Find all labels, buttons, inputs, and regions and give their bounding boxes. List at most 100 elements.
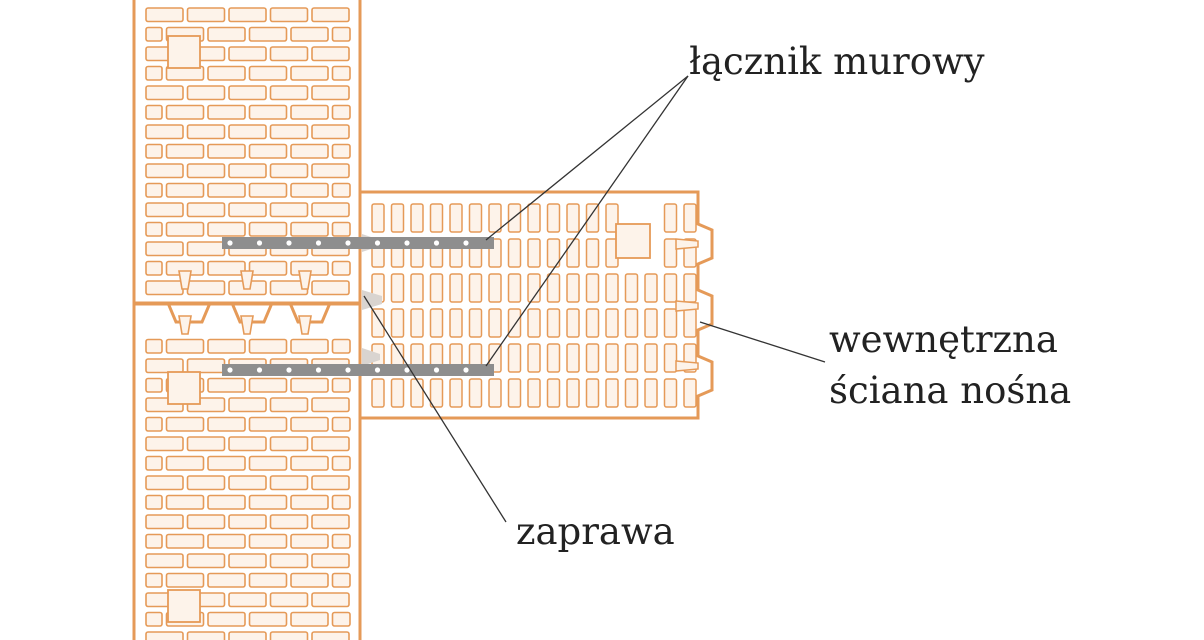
inner-wall-cell [507,203,522,233]
outer-wall-cell [207,104,246,120]
outer-wall-cell [290,182,329,198]
inner-wall-cell [683,273,697,303]
connector-hole [315,367,322,373]
groove-notch-cell [298,270,312,290]
inner-wall-edge-cell [675,300,699,312]
outer-wall-cell [311,85,350,101]
inner-wall-cell [449,308,463,338]
outer-wall-cell [290,26,329,42]
outer-wall-cell [331,455,351,471]
outer-wall-cell [145,7,184,23]
outer-wall-cell [290,611,329,627]
outer-wall-cell [207,533,246,549]
inner-wall-cell [644,378,658,408]
inner-wall-cell [449,378,463,408]
wall-connector-1 [222,237,494,249]
outer-wall-cell [248,377,288,393]
inner-wall-cell [468,203,483,233]
inner-wall-cell [527,378,541,408]
outer-wall-cell [145,631,184,640]
inner-wall-cell [507,343,522,373]
outer-wall-cell [207,143,246,159]
outer-wall-cell [269,163,309,179]
inner-wall-cell [605,273,619,303]
connectors-layer [222,237,494,376]
outer-wall-cell [248,494,288,510]
inner-wall-cell [488,308,502,338]
inner-wall-cell [488,378,502,408]
outer-wall-cell [145,65,163,81]
groove-notch-cell [178,315,192,335]
outer-wall-cell [145,494,163,510]
inner-wall-cell [390,273,405,303]
outer-wall-cell [290,533,329,549]
connector-hole [463,367,469,373]
inner-wall-cell [585,308,600,338]
inner-wall-cell [566,203,580,233]
blocks-layer [132,0,714,640]
connector-hole [433,240,440,246]
outer-wall-cell [165,455,205,471]
outer-wall-cell [207,416,246,432]
outer-wall-cell [145,416,163,432]
outer-wall-large-cell [167,371,201,405]
outer-wall-cell [145,182,163,198]
outer-wall-cell [145,124,184,140]
outer-wall-cell [311,475,350,491]
outer-wall-cell [331,533,351,549]
outer-wall-cell [331,26,351,42]
inner-wall-cell [663,238,678,268]
outer-wall-cell [145,143,163,159]
leader-line [485,75,689,367]
inner-wall-cell [371,203,385,233]
outer-wall-cell [145,338,163,354]
outer-wall-cell [269,475,309,491]
outer-wall-cell [311,397,350,413]
outer-wall-cell [269,436,309,452]
inner-wall-cell [449,203,463,233]
connector-hole [227,367,233,373]
leader-line [363,295,507,523]
outer-wall-cell [269,7,309,23]
outer-wall-cell [228,592,267,608]
inner-wall-cell [371,308,385,338]
outer-wall-cell [331,338,351,354]
outer-wall-cell [331,260,351,276]
outer-wall-cell [228,397,267,413]
outer-wall-cell [248,572,288,588]
outer-wall-cell [186,163,226,179]
outer-wall-cell [145,455,163,471]
outer-wall-cell [248,143,288,159]
connector-hole [256,367,263,373]
outer-wall-cell [228,514,267,530]
outer-wall-cell [165,533,205,549]
inner-wall-cell [507,273,522,303]
outer-wall-cell [145,611,163,627]
inner-wall-cell [566,343,580,373]
outer-wall-cell [145,241,184,257]
inner-wall-cell [663,203,678,233]
outer-wall-cell [186,436,226,452]
outer-wall-cell [331,65,351,81]
outer-wall-cell [248,221,288,237]
outer-wall-cell [311,592,350,608]
inner-wall-cell [371,378,385,408]
inner-wall-cell [507,238,522,268]
outer-wall-cell [145,377,163,393]
outer-wall-cell [248,611,288,627]
outer-wall-cell [207,65,246,81]
outer-wall-cell [290,104,329,120]
outer-wall-cell [228,436,267,452]
inner-wall-cell [449,273,463,303]
outer-wall-cell [145,260,163,276]
outer-wall-cell [145,572,163,588]
connector-hole [374,367,381,373]
outer-wall-cell [228,631,267,640]
outer-wall-cell [165,572,205,588]
outer-wall-cell [145,104,163,120]
outer-wall-cell [331,104,351,120]
connector-hole [256,240,263,246]
outer-wall-cell [331,494,351,510]
